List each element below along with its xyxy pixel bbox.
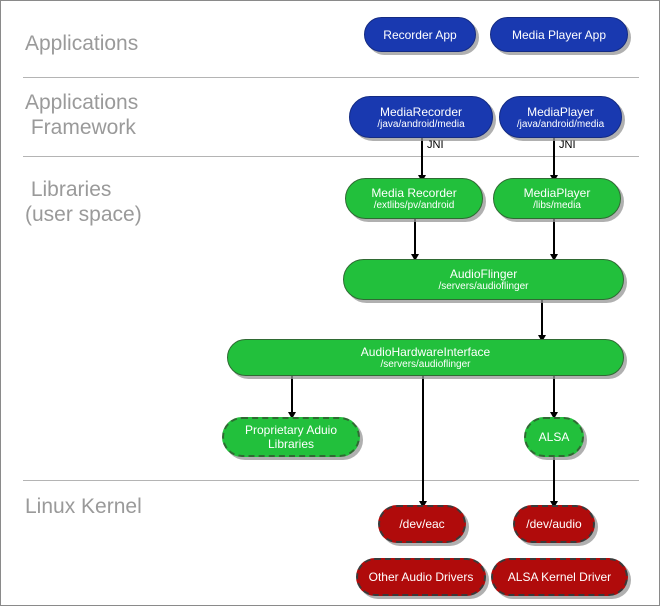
node-audiohardwareinterface-subtitle: /servers/audioflinger <box>380 359 471 370</box>
node-media-recorder-lib-subtitle: /extlibs/pv/android <box>373 200 455 211</box>
connector-label-jni-left: JNI <box>427 139 444 151</box>
layer-label-applications-framework: Applications Framework <box>25 91 139 139</box>
node-dev-audio-title: /dev/audio <box>526 517 582 531</box>
connector-mediaplayer-to-audioflinger <box>553 218 555 260</box>
node-media-player-app-title: Media Player App <box>511 27 607 42</box>
divider-applications-framework <box>23 156 639 157</box>
node-recorder-app-title: Recorder App <box>383 27 457 42</box>
layer-label-libraries: Libraries (user space) <box>25 178 142 226</box>
node-mediaplayer-framework-title: MediaPlayer <box>527 104 594 119</box>
node-mediarecorder-framework-subtitle: /java/android/media <box>377 118 465 130</box>
arrowhead-mediaplayer-to-audioflinger <box>550 254 558 261</box>
node-audioflinger-subtitle: /servers/audioflinger <box>438 281 529 292</box>
connector-mediarecorder-jni <box>421 138 423 181</box>
node-proprietary-audio-libraries-title: Proprietary Aduio <box>244 423 338 437</box>
arrowhead-ahi-to-proprietary-libraries <box>288 412 296 419</box>
node-mediaplayer-lib-title: MediaPlayer <box>523 186 591 200</box>
node-other-audio-drivers[interactable]: Other Audio Drivers <box>356 558 486 596</box>
divider-applications <box>23 77 639 78</box>
node-alsa[interactable]: ALSA <box>524 417 584 457</box>
node-audiohardwareinterface[interactable]: AudioHardwareInterface /servers/audiofli… <box>227 339 624 376</box>
layer-label-linux-kernel: Linux Kernel <box>25 495 142 518</box>
node-alsa-title: ALSA <box>538 430 570 444</box>
node-mediaplayer-lib-subtitle: /libs/media <box>533 200 581 211</box>
connector-media-recorder-to-audioflinger <box>414 218 416 260</box>
connector-ahi-to-proprietary-libraries <box>291 375 293 417</box>
node-mediaplayer-lib[interactable]: MediaPlayer /libs/media <box>493 178 621 219</box>
node-dev-eac-title: /dev/eac <box>399 517 445 531</box>
node-mediarecorder-framework[interactable]: MediaRecorder /java/android/media <box>349 96 493 138</box>
connector-alsa-to-dev-audio <box>553 457 555 507</box>
node-other-audio-drivers-title: Other Audio Drivers <box>368 570 474 584</box>
node-dev-audio[interactable]: /dev/audio <box>513 505 595 543</box>
node-mediarecorder-framework-title: MediaRecorder <box>379 104 463 119</box>
connector-mediaplayer-jni <box>553 138 555 181</box>
node-proprietary-audio-libraries[interactable]: Proprietary Aduio Libraries <box>222 417 360 457</box>
node-alsa-kernel-driver[interactable]: ALSA Kernel Driver <box>491 558 628 596</box>
connector-label-jni-right: JNI <box>559 139 576 151</box>
node-audioflinger-title: AudioFlinger <box>449 267 518 281</box>
node-media-player-app[interactable]: Media Player App <box>490 17 628 52</box>
node-dev-eac[interactable]: /dev/eac <box>378 505 466 543</box>
node-media-recorder-lib[interactable]: Media Recorder /extlibs/pv/android <box>345 178 483 219</box>
node-proprietary-audio-libraries-subtitle: Libraries <box>267 437 315 451</box>
node-mediaplayer-framework-subtitle: /java/android/media <box>516 118 605 130</box>
node-recorder-app[interactable]: Recorder App <box>364 17 476 52</box>
connector-ahi-to-dev-eac <box>422 375 424 507</box>
arrowhead-ahi-to-alsa <box>550 412 558 419</box>
node-mediaplayer-framework[interactable]: MediaPlayer /java/android/media <box>499 96 622 138</box>
layer-label-applications: Applications <box>25 32 139 55</box>
node-media-recorder-lib-title: Media Recorder <box>371 186 457 200</box>
node-audioflinger[interactable]: AudioFlinger /servers/audioflinger <box>343 259 624 300</box>
divider-libraries <box>23 480 639 481</box>
node-alsa-kernel-driver-title: ALSA Kernel Driver <box>507 570 612 584</box>
node-audiohardwareinterface-title: AudioHardwareInterface <box>360 345 491 359</box>
connector-ahi-to-alsa <box>553 375 555 417</box>
arrowhead-media-recorder-to-audioflinger <box>411 254 419 261</box>
connector-audioflinger-to-audiohardwareinterface <box>541 299 543 341</box>
